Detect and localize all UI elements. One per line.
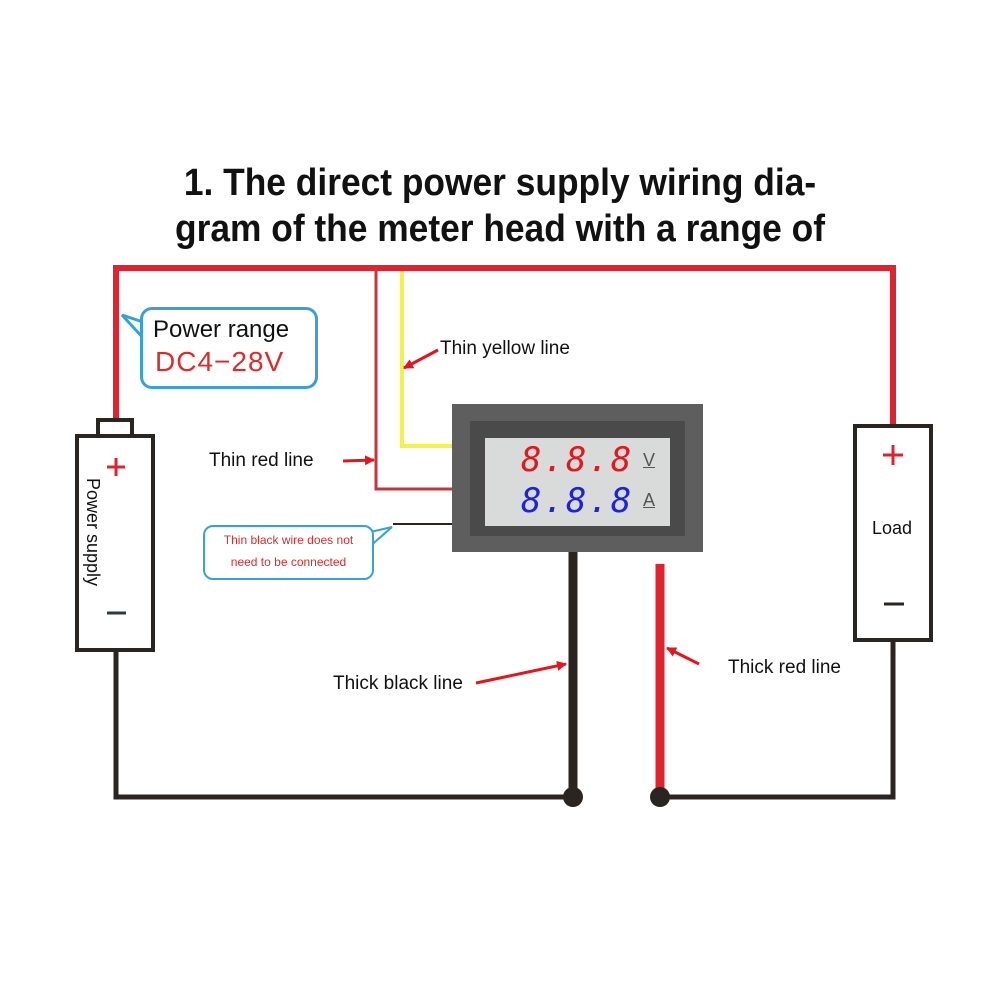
load-label: Load — [872, 518, 913, 538]
lcd-screen: 8.8.8 V 8.8.8 A — [485, 438, 670, 526]
black-wire-callout-line-1: Thin black wire does not — [223, 533, 354, 547]
black-wire-callout-line-2: need to be connected — [230, 555, 347, 569]
main-red-wire — [113, 265, 896, 426]
load-plus-icon — [883, 445, 903, 465]
arrow-thin-red — [342, 455, 375, 466]
power-supply-plus-icon — [107, 458, 125, 476]
power-range-callout-tail — [120, 313, 147, 342]
arrow-thin-yellow — [403, 348, 439, 370]
bottom-black-wire-right — [660, 640, 896, 800]
voltage-readout: 8.8.8 — [521, 440, 634, 480]
current-unit: A — [643, 490, 656, 510]
power-supply-terminal — [96, 418, 134, 438]
thin-yellow-line-label: Thin yellow line — [440, 338, 570, 359]
power-range-callout: Power range DC4−28V — [140, 307, 318, 389]
thin-yellow-wire — [400, 271, 452, 448]
black-wire-callout: Thin black wire does not need to be conn… — [203, 525, 374, 580]
diagram-title: 1. The direct power supply wiring dia- g… — [35, 160, 965, 252]
power-range-value: DC4−28V — [155, 346, 285, 377]
voltage-unit: V — [643, 450, 656, 470]
power-supply-label: Power supply — [83, 478, 103, 587]
arrow-thick-red — [666, 646, 700, 666]
thin-red-wire — [374, 268, 452, 491]
bottom-black-wire-left — [113, 650, 573, 800]
black-wire-callout-text: Thin black wire does not need to be conn… — [205, 529, 372, 573]
power-range-label: Power range — [153, 316, 290, 343]
voltmeter-ammeter-display: 8.8.8 V 8.8.8 A — [452, 404, 703, 552]
arrow-thick-black — [475, 660, 567, 685]
title-line-1: 1. The direct power supply wiring dia- — [183, 162, 817, 204]
thin-red-line-label: Thin red line — [209, 450, 314, 471]
junction-red — [650, 787, 670, 807]
title-line-2: gram of the meter head with a range of — [175, 208, 825, 250]
current-readout: 8.8.8 — [521, 481, 634, 521]
thick-red-line-label: Thick red line — [728, 657, 841, 678]
junction-black — [563, 787, 583, 807]
thick-black-line-label: Thick black line — [333, 673, 463, 694]
display-bezel: 8.8.8 V 8.8.8 A — [470, 421, 685, 536]
